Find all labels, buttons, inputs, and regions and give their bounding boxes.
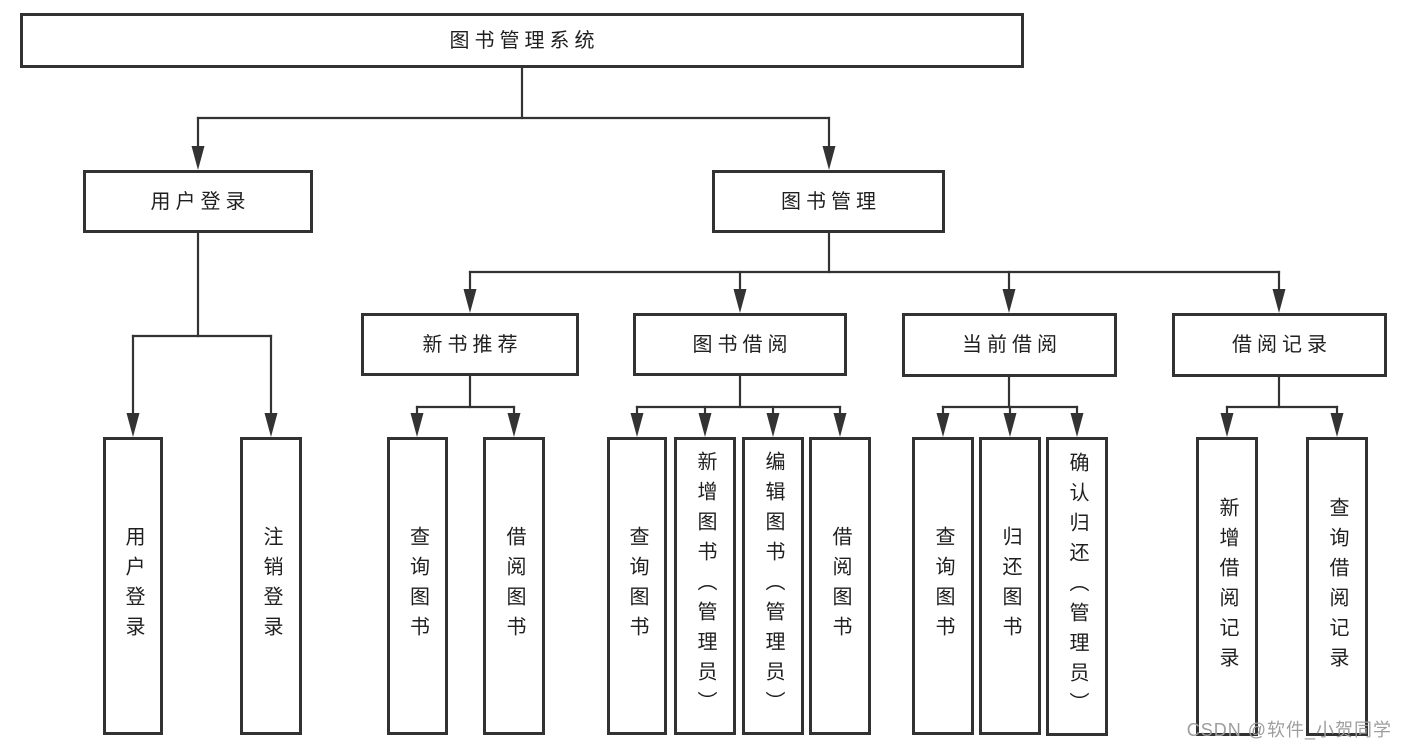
node-leaf-user-login-label: 用户登录: [122, 526, 144, 646]
node-leaf-query-record-label: 查询借阅记录: [1326, 496, 1348, 677]
node-current-borrow: 当前借阅: [902, 313, 1117, 377]
node-leaf-borrow-book-1-label: 借阅图书: [503, 526, 525, 646]
node-book-mgmt-label: 图书管理: [781, 190, 881, 213]
node-leaf-borrow-book-1: 借阅图书: [483, 437, 545, 735]
node-user-login-label: 用户登录: [150, 190, 251, 213]
arrowhead-down-icon: [1070, 413, 1084, 437]
node-leaf-borrow-book-2-label: 借阅图书: [829, 526, 851, 646]
node-leaf-add-book: 新增图书（管理员）: [674, 437, 736, 735]
arrowhead-down-icon: [1220, 413, 1234, 437]
arrowhead-down-icon: [1272, 289, 1286, 313]
node-leaf-query-record: 查询借阅记录: [1306, 437, 1368, 736]
node-leaf-query-book-2: 查询图书: [607, 437, 667, 735]
node-leaf-edit-book-label: 编辑图书（管理员）: [762, 451, 784, 721]
arrowhead-down-icon: [1003, 413, 1017, 437]
node-new-book-rec: 新书推荐: [361, 313, 579, 376]
node-book-borrow: 图书借阅: [633, 313, 847, 376]
arrowhead-down-icon: [507, 413, 521, 437]
arrowhead-down-icon: [191, 146, 205, 170]
arrowhead-down-icon: [463, 289, 477, 313]
node-leaf-query-book-3: 查询图书: [912, 437, 974, 735]
node-leaf-add-record-label: 新增借阅记录: [1216, 496, 1238, 677]
node-leaf-query-book-1-label: 查询图书: [406, 526, 429, 646]
node-leaf-logout-label: 注销登录: [260, 526, 282, 646]
node-leaf-return-book: 归还图书: [979, 437, 1041, 735]
arrowhead-down-icon: [733, 289, 747, 313]
arrowhead-down-icon: [833, 413, 847, 437]
node-leaf-logout: 注销登录: [240, 437, 302, 735]
node-root-label: 图书管理系统: [449, 29, 600, 52]
node-borrow-records: 借阅记录: [1172, 313, 1387, 377]
node-leaf-add-record: 新增借阅记录: [1196, 437, 1258, 736]
arrowhead-down-icon: [264, 413, 278, 437]
node-borrow-records-label: 借阅记录: [1232, 334, 1332, 356]
arrowhead-down-icon: [766, 413, 780, 437]
arrowhead-down-icon: [630, 413, 644, 437]
node-leaf-query-book-3-label: 查询图书: [932, 526, 954, 646]
arrowhead-down-icon: [1002, 289, 1016, 313]
arrowhead-down-icon: [126, 413, 140, 437]
node-current-borrow-label: 当前借阅: [962, 334, 1062, 356]
node-leaf-query-book-1: 查询图书: [387, 437, 448, 735]
node-leaf-user-login: 用户登录: [103, 437, 163, 735]
node-leaf-confirm-return: 确认归还（管理员）: [1046, 437, 1108, 736]
node-user-login: 用户登录: [83, 170, 313, 233]
arrowhead-down-icon: [410, 413, 424, 437]
node-book-borrow-label: 图书借阅: [692, 333, 793, 356]
node-leaf-add-book-label: 新增图书（管理员）: [694, 451, 716, 721]
node-root: 图书管理系统: [20, 13, 1024, 68]
node-leaf-return-book-label: 归还图书: [999, 526, 1021, 646]
arrowhead-down-icon: [936, 413, 950, 437]
arrowhead-down-icon: [822, 146, 836, 170]
arrowhead-down-icon: [1330, 413, 1344, 437]
node-leaf-confirm-return-label: 确认归还（管理员）: [1066, 451, 1088, 722]
node-new-book-rec-label: 新书推荐: [422, 333, 523, 356]
node-leaf-query-book-2-label: 查询图书: [626, 526, 648, 646]
watermark: CSDN @软件_小贺同学: [1186, 720, 1392, 740]
arrowhead-down-icon: [698, 413, 712, 437]
node-leaf-borrow-book-2: 借阅图书: [809, 437, 871, 735]
node-leaf-edit-book: 编辑图书（管理员）: [742, 437, 804, 735]
node-book-mgmt: 图书管理: [712, 170, 945, 233]
